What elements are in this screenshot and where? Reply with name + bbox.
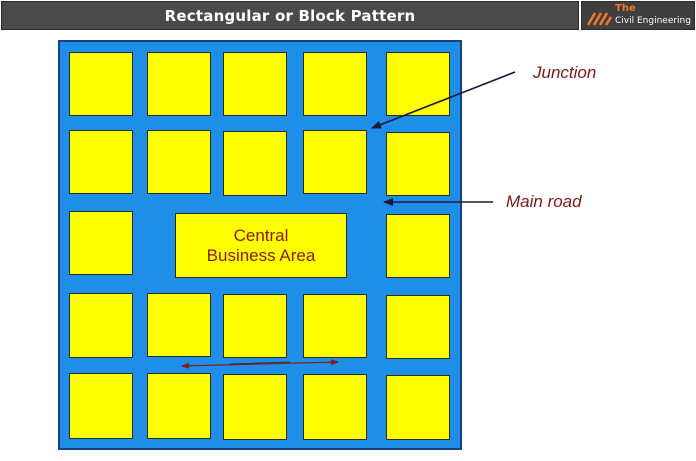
city-block — [69, 130, 133, 194]
city-block — [147, 373, 211, 439]
logo-name-text: Civil Engineering — [615, 16, 691, 26]
city-block — [223, 52, 287, 116]
central-business-area-label-line-1: Central — [233, 225, 289, 245]
title-bar: Rectangular or Block Pattern — [1, 1, 579, 30]
city-block — [303, 294, 367, 358]
city-block — [386, 375, 450, 440]
city-block — [223, 374, 287, 440]
city-block — [147, 293, 211, 357]
central-business-area: Central Business Area — [175, 213, 347, 278]
main-road-label: Main road — [506, 192, 582, 211]
city-block — [69, 211, 133, 275]
city-block — [386, 214, 450, 278]
city-block — [386, 295, 450, 359]
city-block — [386, 52, 450, 116]
central-business-area-label-line-2: Business Area — [206, 245, 316, 265]
logo-icon — [586, 12, 612, 26]
city-block — [69, 52, 133, 116]
city-block — [69, 373, 133, 439]
city-block — [147, 130, 211, 194]
site-logo: The Civil Engineering — [581, 1, 695, 30]
city-block — [223, 294, 287, 358]
logo-the-text: The — [615, 3, 636, 14]
city-block — [303, 52, 367, 116]
page-title: Rectangular or Block Pattern — [164, 6, 416, 25]
city-block — [303, 130, 367, 194]
city-block — [147, 52, 211, 116]
junction-label: Junction — [533, 63, 597, 82]
city-map: Central Business Area — [58, 40, 462, 450]
city-block — [223, 131, 287, 196]
city-block — [69, 293, 133, 358]
city-block — [303, 374, 367, 440]
city-block — [386, 132, 450, 196]
